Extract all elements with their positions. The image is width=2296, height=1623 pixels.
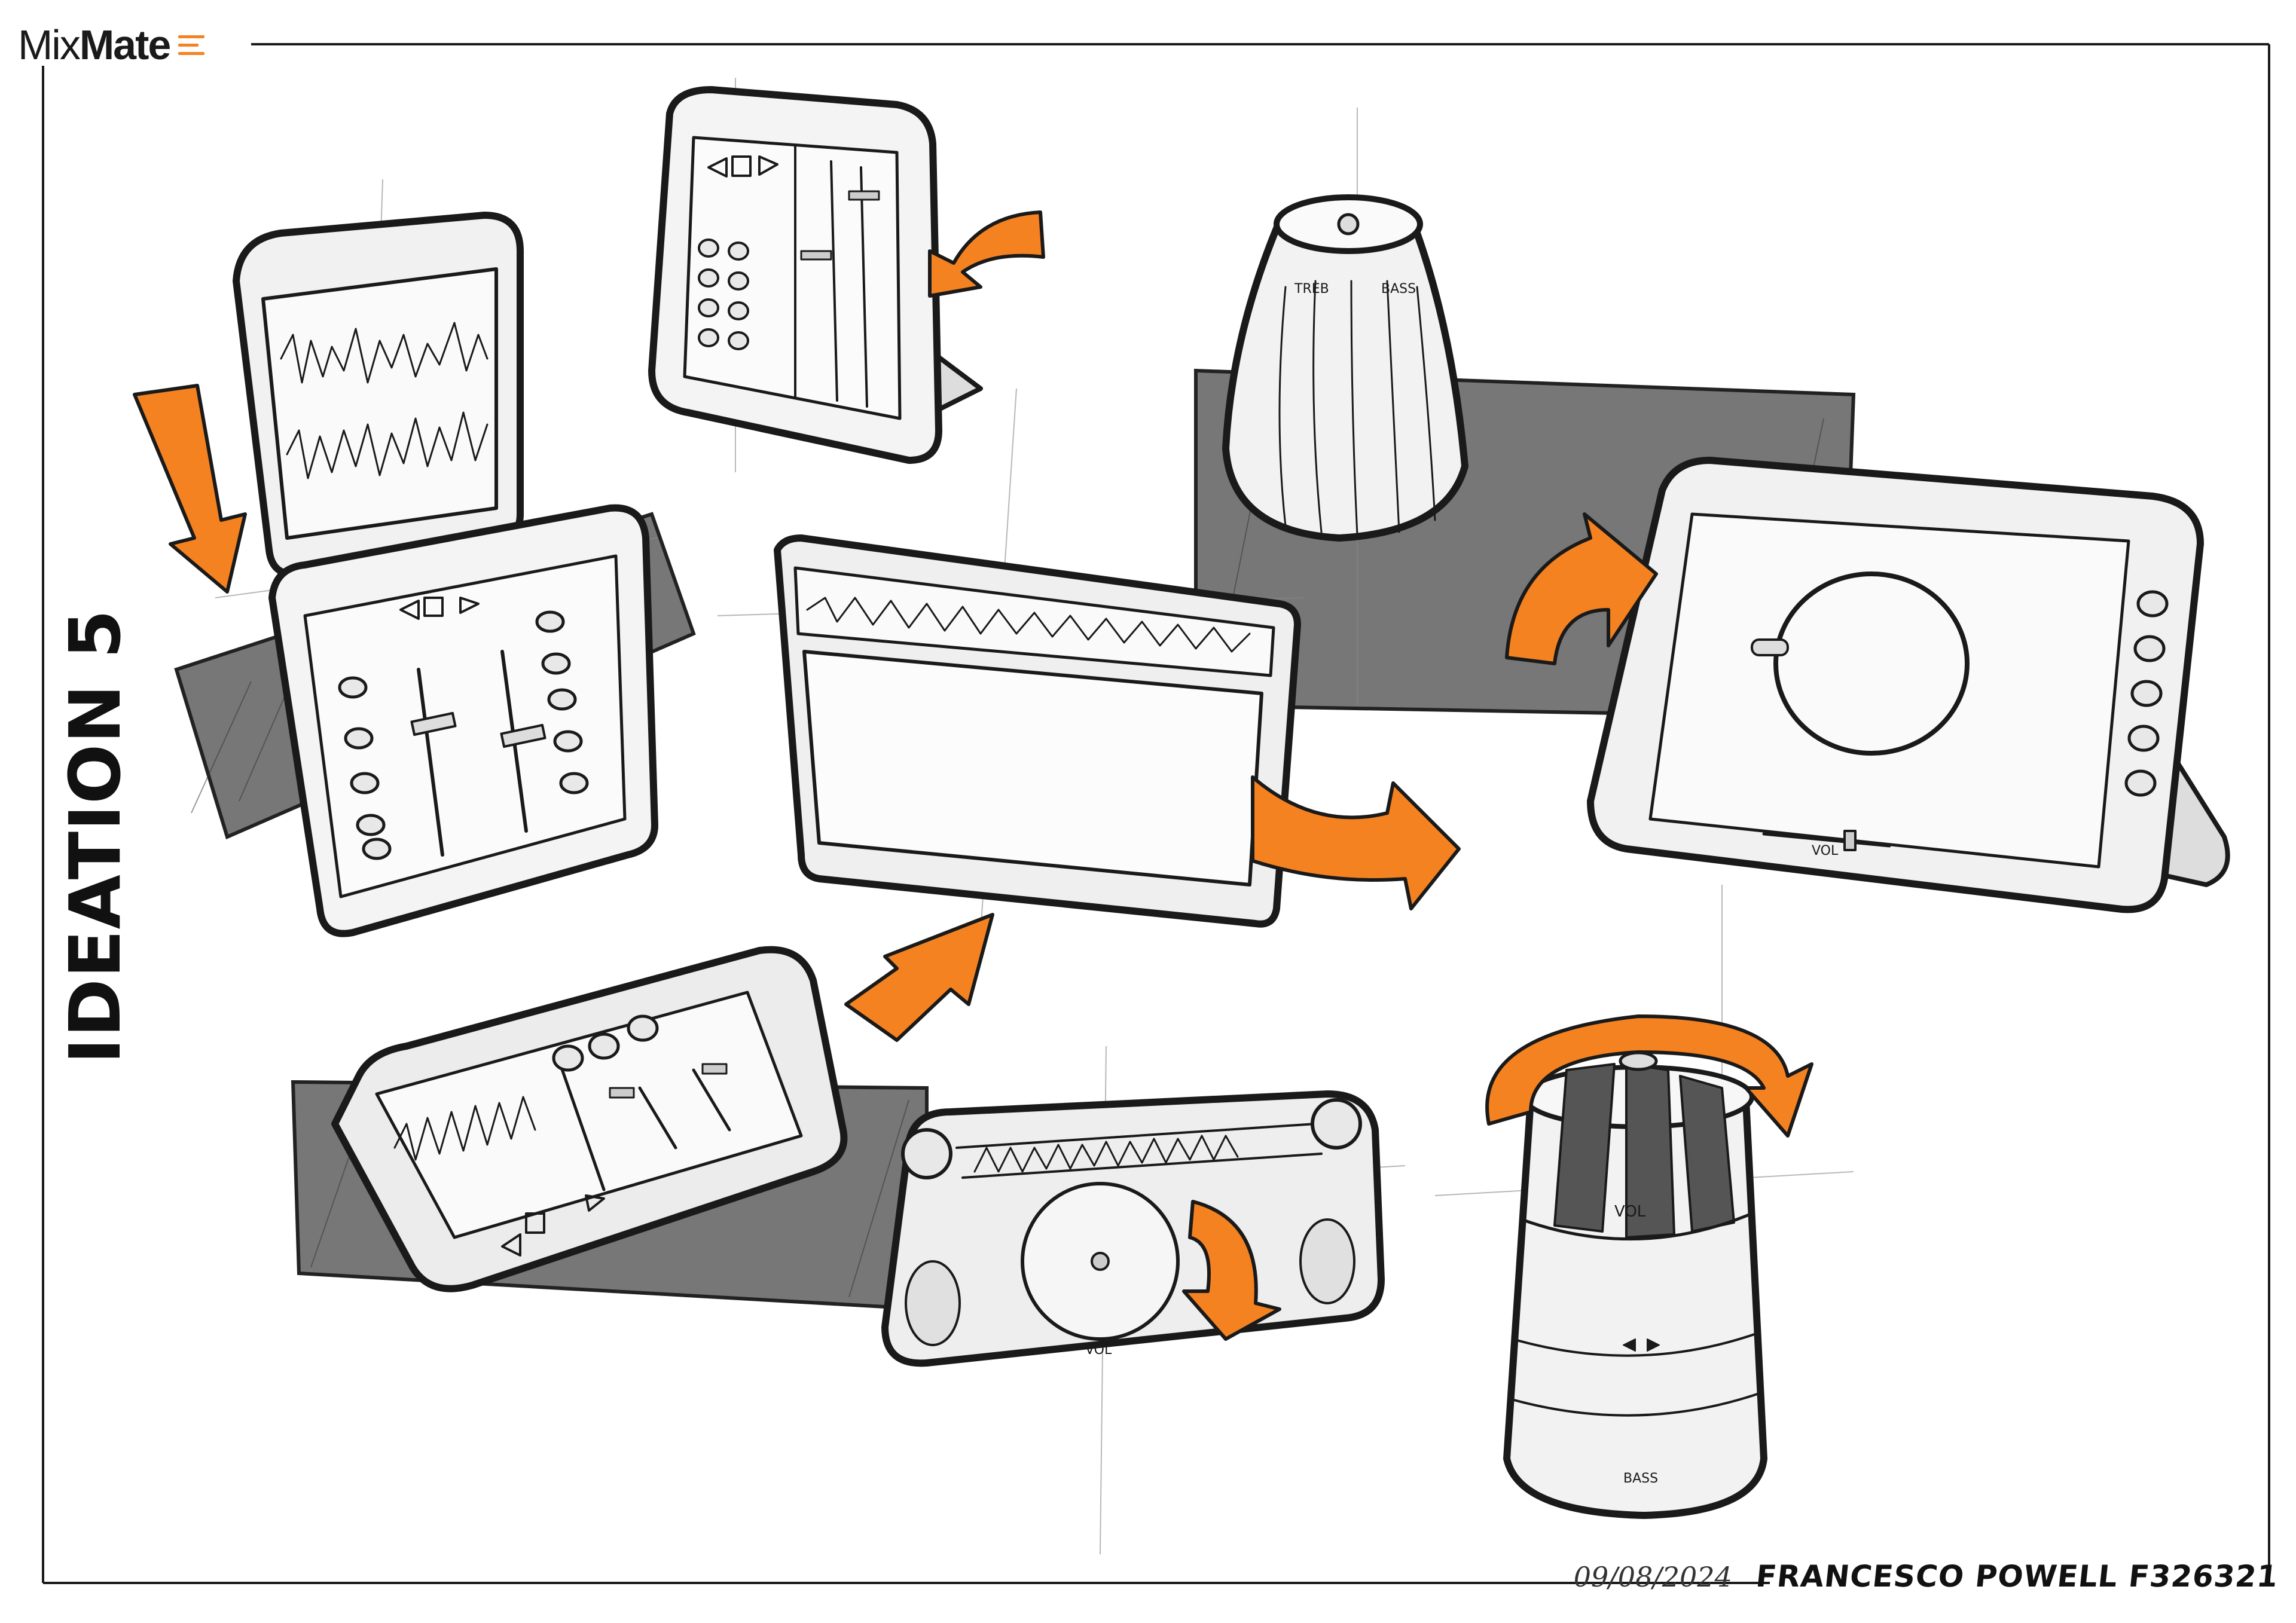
logo-text-mate: Mate xyxy=(79,22,171,68)
sketch-pill-speaker xyxy=(881,1090,1385,1367)
arrow-panel-up-icon xyxy=(844,913,994,1042)
arrow-dial-rotate-icon xyxy=(1505,512,1658,665)
sketch-dial-tablet xyxy=(1587,457,2230,913)
arrow-panel-right-icon xyxy=(1251,775,1461,910)
label-cylinder-bass: BASS xyxy=(1623,1471,1658,1486)
label-speaker-bass: BASS xyxy=(1381,282,1416,297)
arrow-dial-turn-icon xyxy=(1182,1200,1281,1341)
label-pill-vol: VOL xyxy=(1085,1343,1112,1358)
sketch-standing-tablet xyxy=(648,86,983,464)
sketch-cylinder-speaker xyxy=(1503,1051,1767,1519)
label-tablet-vol: VOL xyxy=(1812,843,1839,858)
footer-date: 09/08/2024 xyxy=(1573,1561,1732,1593)
logo-text-mix: Mix xyxy=(18,22,81,68)
arrow-cylinder-rotate-icon xyxy=(1485,1014,1813,1138)
equalizer-icon xyxy=(178,35,205,55)
footer: 09/08/2024 FRANCESCO POWELL F326321 xyxy=(1573,1559,2280,1594)
sketch-flared-speaker xyxy=(1222,194,1468,542)
arrow-fold-down-icon xyxy=(133,384,247,594)
orange-arrows xyxy=(133,210,1813,1341)
sketch-waveform-panel xyxy=(774,534,1301,928)
footer-author: FRANCESCO POWELL F326321 xyxy=(1754,1559,2280,1594)
arrow-stand-rotate-icon xyxy=(928,210,1045,298)
label-cylinder-vol: VOL xyxy=(1614,1203,1646,1221)
page-title: IDEATION 5 xyxy=(54,609,136,1064)
sketch-tray-mixer xyxy=(331,946,848,1292)
sketch-foldable-mixer xyxy=(233,212,658,937)
label-speaker-treb: TREB xyxy=(1294,282,1329,297)
